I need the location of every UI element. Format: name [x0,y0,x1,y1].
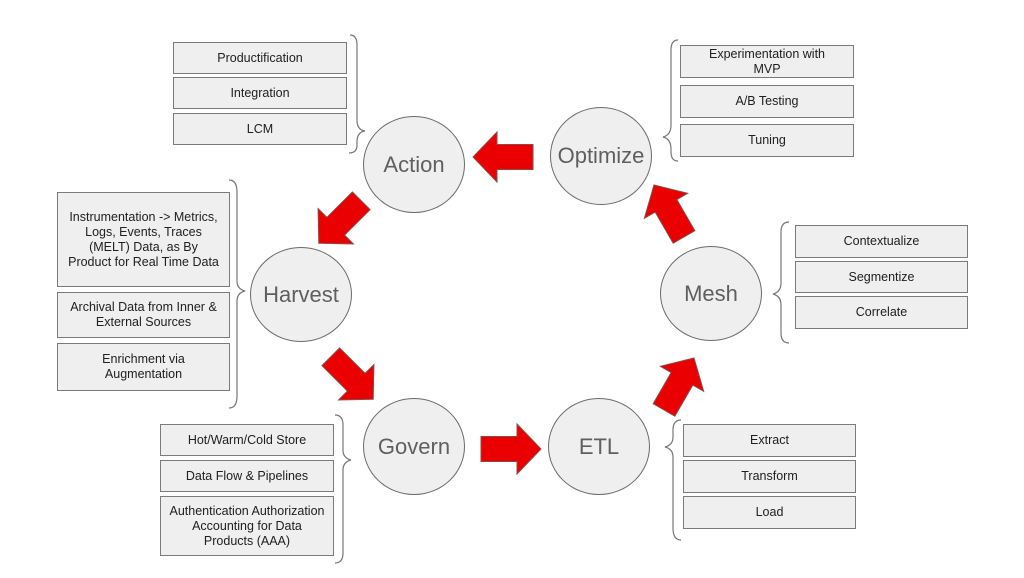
stage-label-harvest: Harvest [263,281,339,307]
stage-node-mesh: Mesh [660,246,762,341]
etl-item-load: Load [683,496,856,529]
mesh-item-contextualize: Contextualize [795,225,968,258]
stage-label-etl: ETL [578,433,620,459]
brace-action [348,34,366,154]
govern-item-data-flow: Data Flow & Pipelines [160,460,334,492]
optimize-item-experimentation: Experimentation with MVP [680,45,854,78]
stage-label-action: Action [383,151,445,177]
flow-arrow-govern-to-etl [480,422,542,476]
flow-arrow-optimize-to-action [472,130,534,184]
brace-govern [334,414,352,564]
etl-item-transform: Transform [683,460,856,493]
flow-arrow-mesh-to-optimize [643,184,696,244]
optimize-item-ab-testing: A/B Testing [680,85,854,118]
stage-label-optimize: Optimize [557,143,645,168]
mesh-item-segmentize: Segmentize [795,261,968,293]
stage-label-mesh: Mesh [684,280,738,306]
action-item-integration: Integration [173,77,347,109]
mesh-item-correlate: Correlate [795,296,968,329]
flow-arrow-harvest-to-govern [321,347,375,401]
stage-node-action: Action [363,116,465,213]
brace-mesh [772,221,790,344]
action-item-lcm: LCM [173,113,347,145]
govern-item-aaa: Authentication Authorization Accounting … [160,496,334,556]
stage-label-govern: Govern [377,433,451,459]
stage-node-optimize: Optimize [550,107,652,205]
action-item-productification: Productification [173,42,347,74]
brace-etl [664,419,682,541]
optimize-item-tuning: Tuning [680,124,854,157]
harvest-item-instrumentation: Instrumentation -> Metrics, Logs, Events… [57,192,230,287]
harvest-item-archival-data: Archival Data from Inner & External Sour… [57,292,230,338]
stage-node-govern: Govern [363,398,465,495]
harvest-item-enrichment: Enrichment via Augmentation [57,343,230,391]
stage-node-etl: ETL [548,398,650,495]
brace-optimize [662,39,679,162]
flow-arrow-etl-to-mesh [652,357,705,417]
flow-arrow-action-to-harvest [317,191,371,245]
govern-item-storage-tiers: Hot/Warm/Cold Store [160,424,334,456]
etl-item-extract: Extract [683,424,856,457]
stage-node-harvest: Harvest [250,247,352,342]
brace-harvest [228,179,246,409]
